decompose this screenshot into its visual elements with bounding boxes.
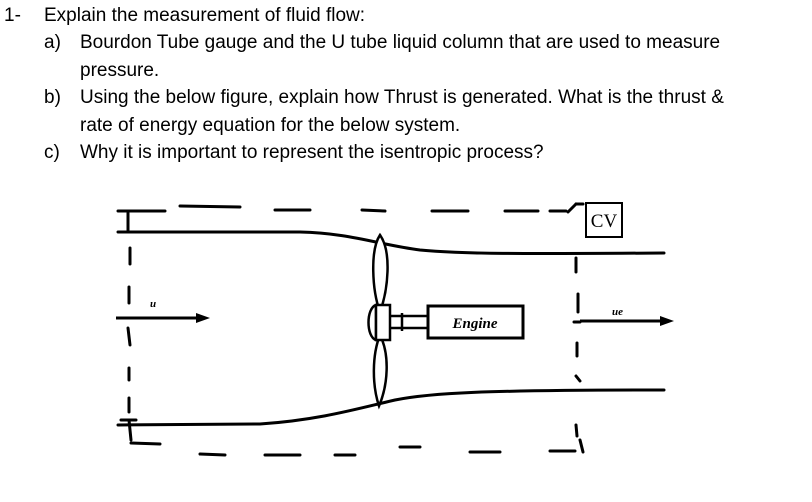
cv-label-box (585, 202, 623, 238)
item-b-line-1: Using the below figure, explain how Thru… (80, 87, 724, 108)
question-title: Explain the measurement of fluid flow: (44, 5, 366, 26)
item-c-line-1: Why it is important to represent the ise… (80, 142, 544, 163)
duct-walls (116, 230, 666, 427)
engine-shaft (390, 313, 428, 331)
engine-label: Engine (451, 316, 497, 332)
exit-velocity-label: ue (612, 306, 623, 318)
exit-velocity-arrow (580, 316, 674, 326)
inlet-velocity-arrow (116, 313, 210, 323)
inlet-velocity-label: u (150, 298, 156, 310)
propeller (367, 232, 392, 410)
item-a-line-1: Bourdon Tube gauge and the U tube liquid… (80, 32, 721, 53)
cv-label: CV (591, 211, 618, 232)
control-volume-boundary (116, 202, 585, 457)
engine-box (426, 304, 525, 340)
item-a-line-2: pressure. (80, 60, 160, 81)
item-b-line-2: rate of energy equation for the below sy… (80, 115, 461, 136)
question-number: 1- (4, 5, 21, 26)
item-b-letter: b) (44, 87, 61, 108)
item-c-letter: c) (44, 142, 60, 163)
item-a-letter: a) (44, 32, 61, 53)
